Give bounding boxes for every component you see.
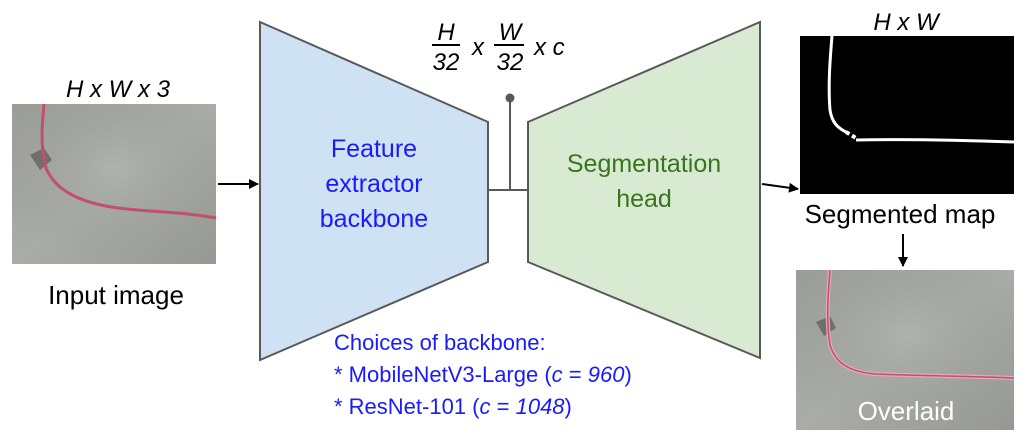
bottleneck-c-suffix: x c	[533, 34, 565, 61]
input-caption: Input image	[48, 280, 184, 310]
segmented-map	[800, 35, 1015, 194]
bottleneck-times: x	[471, 34, 485, 61]
output-dims-label: H x W	[873, 9, 941, 36]
head-label-line2: head	[616, 185, 672, 213]
segmented-map-rope-gap	[844, 130, 858, 140]
bottleneck-formula: H 32 x W 32 x c	[432, 19, 565, 76]
input-image	[12, 103, 217, 264]
bottleneck-w-denominator: 32	[497, 49, 524, 76]
bottleneck-w: W	[499, 19, 524, 46]
segmented-map-background	[800, 36, 1014, 194]
backbone-block	[259, 20, 489, 362]
backbone-choices: Choices of backbone: * MobileNetV3-Large…	[334, 330, 632, 419]
choice-item-2: * ResNet-101 (c = 1048)	[334, 394, 572, 419]
segmented-map-rope-tail	[855, 138, 1015, 144]
bottleneck-h-denominator: 32	[433, 49, 460, 76]
choice-item-1: * MobileNetV3-Large (c = 960)	[334, 362, 632, 387]
head-label-line1: Segmentation	[567, 150, 721, 178]
segmentation-head-block	[527, 20, 761, 360]
output-caption: Segmented map	[805, 199, 996, 229]
arrow-head-to-output	[761, 182, 799, 193]
input-dims-label: H x W x 3	[66, 76, 171, 103]
backbone-label-line3: backbone	[320, 205, 428, 233]
overlay-image	[796, 269, 1015, 430]
overlay-image-rock	[816, 316, 836, 336]
segmented-map-rope	[827, 35, 847, 134]
overlay-image-rope-core	[826, 269, 1015, 379]
bottleneck-h: H	[437, 19, 455, 46]
backbone-label-line2: extractor	[325, 170, 422, 198]
overlay-caption: Overlaid	[858, 396, 955, 426]
input-image-texture	[12, 104, 216, 264]
bottleneck-leader-dot	[505, 93, 515, 103]
choices-title: Choices of backbone:	[334, 330, 546, 355]
input-image-rope	[40, 103, 217, 220]
backbone-label-line1: Feature	[331, 135, 417, 163]
